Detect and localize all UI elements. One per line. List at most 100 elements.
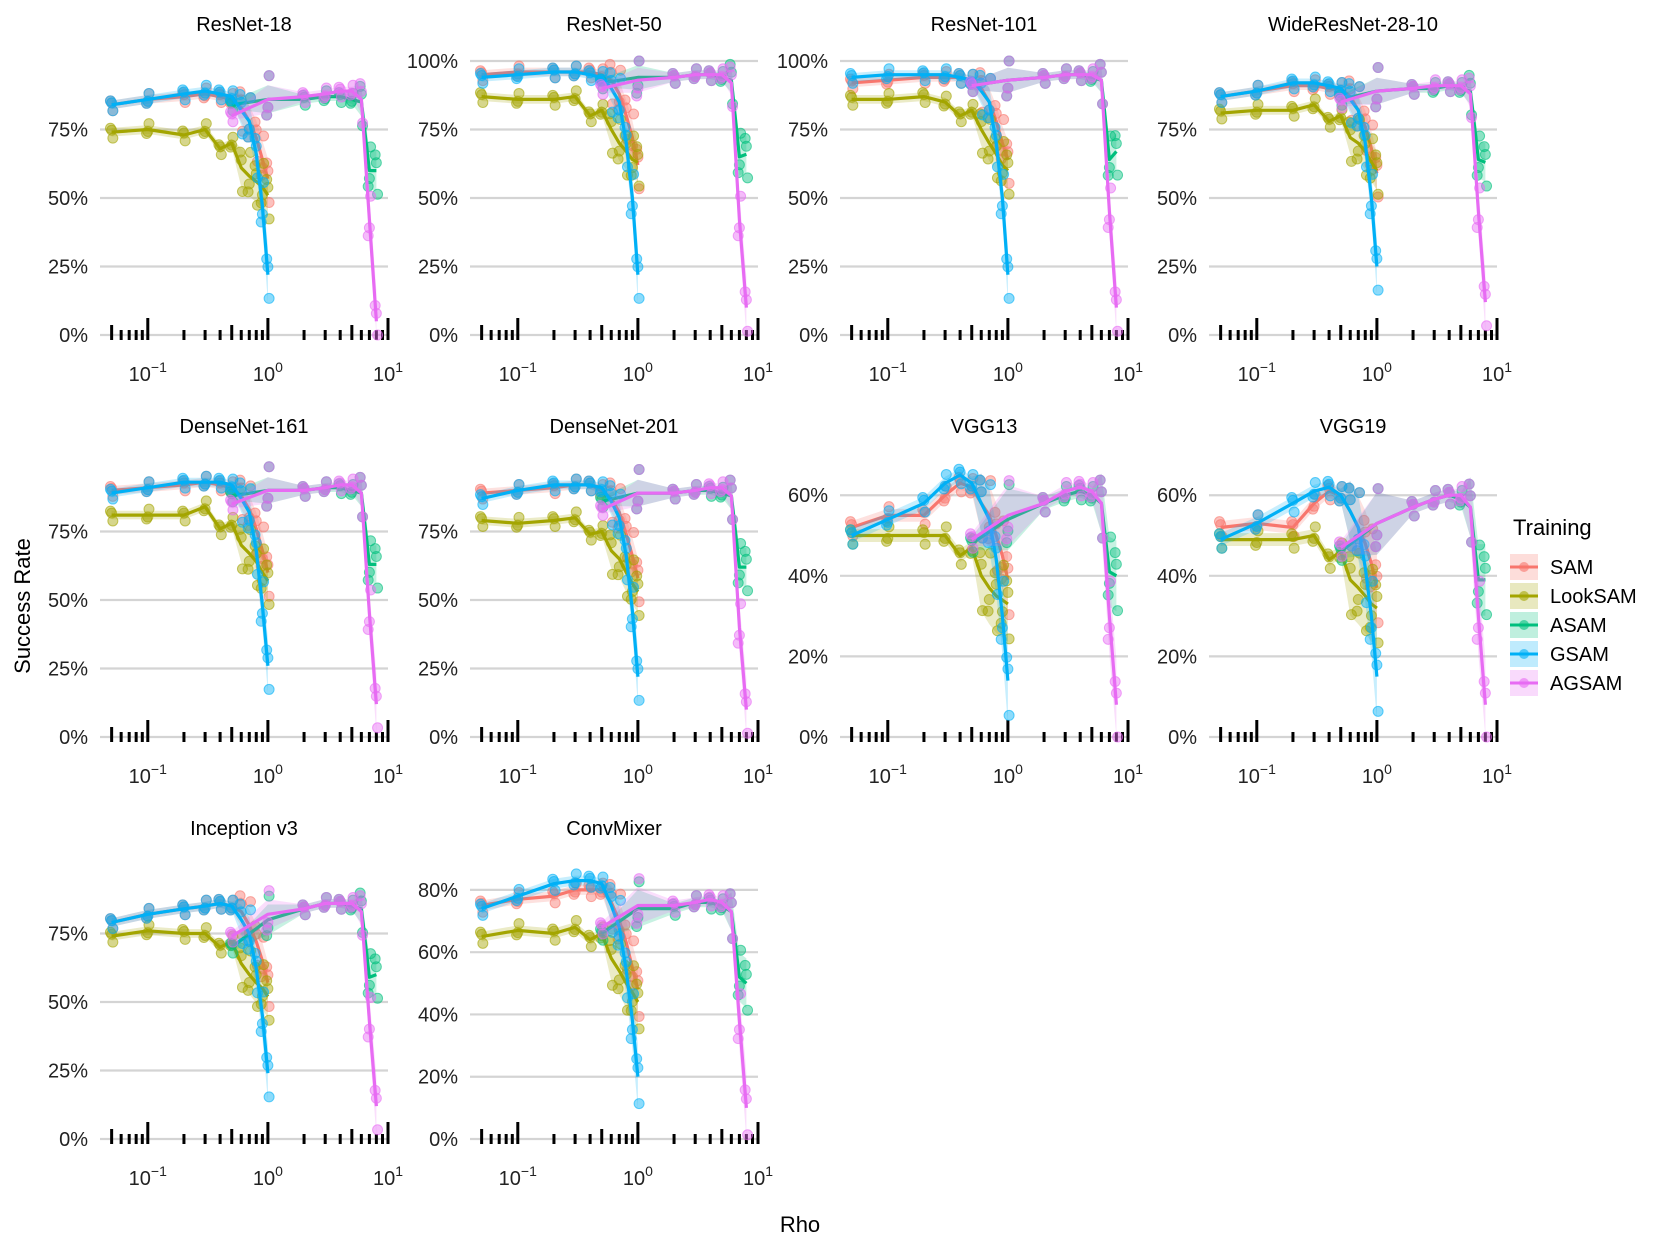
y-tick-label: 40% xyxy=(1157,566,1197,588)
legend-key-point xyxy=(1519,591,1529,601)
series-line xyxy=(111,92,270,180)
data-point xyxy=(570,915,582,927)
legend-key-point xyxy=(1519,562,1529,572)
series-gsam xyxy=(844,63,1015,304)
series-gsam xyxy=(104,79,275,304)
data-point xyxy=(631,978,643,990)
data-point xyxy=(549,934,561,946)
confidence-band xyxy=(231,85,377,191)
x-tick-label: 10−1 xyxy=(1238,761,1276,788)
legend-item-asam: ASAM xyxy=(1510,612,1607,638)
data-point xyxy=(632,908,644,920)
data-point xyxy=(606,568,618,580)
data-point xyxy=(955,478,967,490)
data-point xyxy=(1463,72,1475,84)
data-point xyxy=(1003,475,1015,487)
y-tick-label: 75% xyxy=(418,522,458,544)
data-point xyxy=(585,940,597,952)
legend-key-point xyxy=(1519,649,1529,659)
data-point xyxy=(215,149,227,161)
data-point xyxy=(631,921,643,933)
data-point xyxy=(998,135,1010,147)
data-point xyxy=(1003,479,1015,491)
panel-title: ResNet-18 xyxy=(196,14,292,36)
data-point xyxy=(355,85,367,97)
data-point xyxy=(1371,590,1383,602)
x-tick-label: 101 xyxy=(743,1163,773,1190)
x-tick-label: 10−1 xyxy=(499,359,537,386)
data-point xyxy=(369,543,381,555)
data-point xyxy=(477,909,489,921)
data-point xyxy=(669,906,681,918)
series-line xyxy=(971,73,1118,308)
data-point xyxy=(1216,113,1228,125)
series-gsam xyxy=(104,893,275,1103)
data-point xyxy=(1408,510,1420,522)
data-point xyxy=(372,188,384,200)
y-tick-label: 50% xyxy=(788,188,828,210)
x-tick-label: 101 xyxy=(743,359,773,386)
x-tick-label: 101 xyxy=(1482,761,1512,788)
confidence-band xyxy=(111,89,268,200)
data-point xyxy=(549,520,561,532)
y-tick-label: 60% xyxy=(788,485,828,507)
data-point xyxy=(604,58,616,70)
data-point xyxy=(370,550,382,562)
data-point xyxy=(1372,483,1384,495)
data-point xyxy=(1039,506,1051,518)
data-point xyxy=(633,183,645,195)
y-tick-label: 75% xyxy=(418,120,458,142)
data-point xyxy=(236,186,248,198)
confidence-band xyxy=(1220,81,1377,194)
data-point xyxy=(263,196,275,208)
data-point xyxy=(179,909,191,921)
y-tick-label: 0% xyxy=(59,1129,88,1151)
data-point xyxy=(989,506,1001,518)
y-tick-label: 0% xyxy=(429,1129,458,1151)
data-point xyxy=(1353,81,1365,93)
data-point xyxy=(372,1124,384,1136)
data-point xyxy=(1039,77,1051,89)
series-looksam xyxy=(104,919,275,1026)
confidence-band xyxy=(851,529,1008,642)
data-point xyxy=(847,99,859,111)
data-point xyxy=(1351,153,1363,165)
data-point xyxy=(1481,609,1493,621)
data-point xyxy=(320,891,332,903)
y-tick-label: 50% xyxy=(418,188,458,210)
data-point xyxy=(1288,506,1300,518)
data-point xyxy=(549,485,561,497)
data-point xyxy=(1003,609,1015,621)
data-point xyxy=(335,903,347,915)
series-line xyxy=(231,483,378,705)
data-point xyxy=(632,148,644,160)
data-point xyxy=(513,87,525,99)
series-agsam xyxy=(595,873,754,1141)
data-point xyxy=(261,109,273,121)
data-point xyxy=(200,79,212,91)
legend-label: LookSAM xyxy=(1550,586,1637,608)
series-gsam xyxy=(104,470,275,695)
data-point xyxy=(604,67,616,79)
data-point xyxy=(143,87,155,99)
data-point xyxy=(143,476,155,488)
data-point xyxy=(299,909,311,921)
data-point xyxy=(725,482,737,494)
data-point xyxy=(940,90,952,102)
data-point xyxy=(1324,562,1336,574)
y-tick-label: 0% xyxy=(429,325,458,347)
confidence-band xyxy=(111,926,268,1018)
data-point xyxy=(234,477,246,489)
data-point xyxy=(633,694,645,706)
data-point xyxy=(847,77,859,89)
confidence-band xyxy=(1220,100,1377,191)
data-point xyxy=(549,884,561,896)
confidence-band xyxy=(481,875,638,1110)
panel-title: VGG19 xyxy=(1320,416,1387,438)
data-point xyxy=(1367,563,1379,575)
data-point xyxy=(354,78,366,90)
data-point xyxy=(1094,58,1106,70)
